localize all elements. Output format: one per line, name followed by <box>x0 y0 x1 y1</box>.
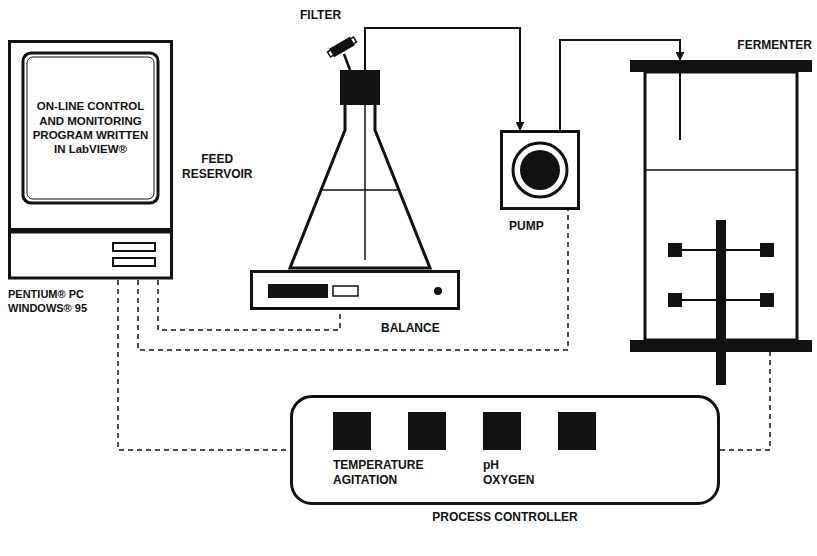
fermenter: FERMENTER <box>630 60 812 352</box>
drawing-part <box>716 220 726 385</box>
process-controller: TEMPERATURE AGITATIONpH OXYGENPROCESS CO… <box>290 395 720 505</box>
computer: ON-LINE CONTROL AND MONITORING PROGRAM W… <box>8 40 173 280</box>
drawing-part <box>668 293 682 307</box>
balance: BALANCE <box>250 270 460 310</box>
drawing-part <box>645 169 797 171</box>
drawing-part <box>321 189 399 191</box>
drawing-part <box>760 243 774 257</box>
drawing-part <box>630 60 812 72</box>
feed-reservoir: FEED RESERVOIR <box>260 70 450 270</box>
drawing-part <box>760 293 774 307</box>
drawing-part <box>328 37 357 57</box>
fermenter-label: FERMENTER <box>737 38 812 53</box>
drawing-part <box>333 412 371 450</box>
drawing-part <box>10 232 172 278</box>
drawing-part <box>268 284 328 298</box>
drawing-part <box>434 287 442 295</box>
drawing-part <box>645 72 797 340</box>
fermenter-outline <box>630 60 812 352</box>
balance-display <box>268 284 442 298</box>
fermenter-vessel <box>630 60 812 385</box>
screen-text: ON-LINE CONTROL AND MONITORING PROGRAM W… <box>28 99 153 157</box>
module-label: TEMPERATURE AGITATION <box>333 458 423 488</box>
drawing-part <box>333 286 358 296</box>
computer-label: PENTIUM® PC WINDOWS® 95 <box>8 288 113 316</box>
signal-line <box>720 352 770 450</box>
pump-outline <box>503 133 577 207</box>
reservoir-label: FEED RESERVOIR <box>182 152 252 182</box>
balance-outline <box>253 273 457 307</box>
drawing-part <box>558 412 596 450</box>
drawing-part <box>483 412 521 450</box>
controller-label: PROCESS CONTROLLER <box>293 510 717 525</box>
filter-symbol <box>328 37 357 70</box>
drawing-part <box>340 70 380 105</box>
drawing-part <box>676 299 766 301</box>
computer-outline <box>8 40 173 280</box>
pump-rotor <box>513 143 567 197</box>
drawing-part <box>676 249 766 251</box>
drawing-part <box>113 258 155 266</box>
controller-modules <box>333 412 596 450</box>
monitor <box>10 42 172 230</box>
drawing-part <box>668 243 682 257</box>
balance-label: BALANCE <box>381 321 440 336</box>
feed-line <box>365 28 520 130</box>
drawing-part <box>679 72 681 140</box>
drawing-part <box>520 150 560 190</box>
pc-base <box>10 232 172 278</box>
drawing-part <box>364 105 366 260</box>
feed-reservoir-outline <box>260 70 450 270</box>
pump-label: PUMP <box>509 219 544 234</box>
part-label: FILTER <box>300 8 341 23</box>
module-label: pH OXYGEN <box>483 458 534 488</box>
drawing-part <box>23 53 158 203</box>
pump: PUMP <box>500 130 580 210</box>
drawing-part <box>408 412 446 450</box>
drawing-part <box>10 42 172 230</box>
drawing-part <box>27 57 154 199</box>
drawing-part <box>290 105 430 268</box>
flask <box>290 70 430 268</box>
drawing-part <box>513 143 567 197</box>
drawing-part <box>113 243 155 251</box>
drawing-part <box>344 54 350 70</box>
drawing-part <box>329 37 355 58</box>
